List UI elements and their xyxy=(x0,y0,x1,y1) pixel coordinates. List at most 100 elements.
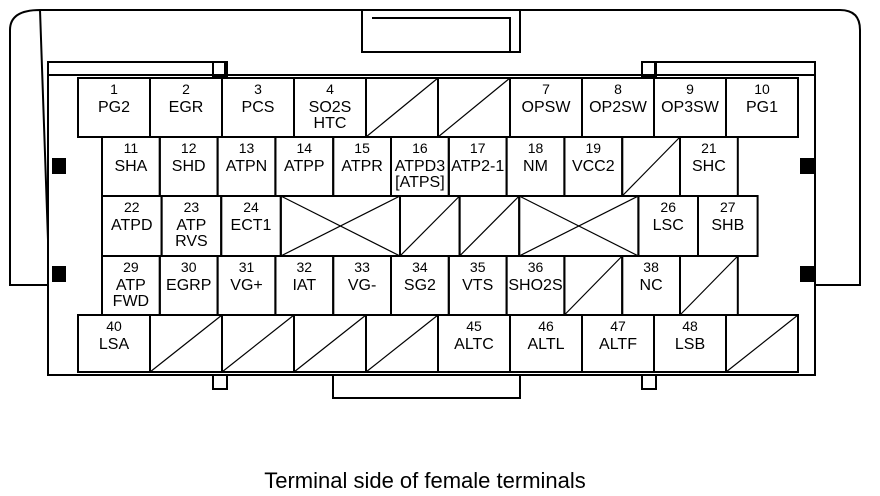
pin-number: 9 xyxy=(686,81,694,97)
pin-label: SHA xyxy=(114,158,147,175)
lock-tab-left-top xyxy=(52,158,66,174)
cavity-blank-line xyxy=(399,195,461,257)
pin-label: HTC xyxy=(314,115,347,132)
lock-tab-right-top xyxy=(800,158,814,174)
connector-latch xyxy=(361,10,521,53)
pin-label: SHO2S xyxy=(508,277,562,294)
pin-label: VCC2 xyxy=(572,158,615,175)
pin-number: 30 xyxy=(181,259,197,275)
pin-label: NC xyxy=(640,277,663,294)
pin-grid: 1PG22EGR3PCS4SO2SHTC7OPSW8OP2SW9OP3SW10P… xyxy=(77,77,799,373)
pin-number: 12 xyxy=(181,140,197,156)
pin-number: 46 xyxy=(538,318,554,334)
pin-label: ALTL xyxy=(527,336,564,353)
pin-number: 1 xyxy=(110,81,118,97)
pin-number: 15 xyxy=(354,140,370,156)
pin-number: 47 xyxy=(610,318,626,334)
pin-label: ATPN xyxy=(226,158,267,175)
pin-label: LSB xyxy=(675,336,705,353)
pin-number: 16 xyxy=(412,140,428,156)
cavity-blank-line xyxy=(679,255,739,316)
pin-number: 4 xyxy=(326,81,334,97)
cavity-blank-line xyxy=(293,314,367,373)
pin-label: PG1 xyxy=(746,99,778,116)
pin-label: SHC xyxy=(692,158,726,175)
pin-number: 2 xyxy=(182,81,190,97)
pin-label: [ATPS] xyxy=(395,174,445,191)
cavity-blank-line xyxy=(437,77,511,138)
cavity-blank-line xyxy=(725,314,799,373)
lock-tab-right-bottom xyxy=(800,266,814,282)
pin-label: OP2SW xyxy=(589,99,648,116)
pin-number: 31 xyxy=(239,259,255,275)
pin-label: SHD xyxy=(172,158,206,175)
pin-number: 33 xyxy=(354,259,370,275)
pin-number: 8 xyxy=(614,81,622,97)
cavity-unused xyxy=(221,314,295,373)
pin-number: 23 xyxy=(184,199,200,215)
pin-label: VTS xyxy=(462,277,493,294)
cavity-unused xyxy=(293,314,367,373)
connector-outer-shell xyxy=(9,8,861,286)
pin-number: 21 xyxy=(701,140,717,156)
pin-label: EGRP xyxy=(166,277,211,294)
pin-label: SG2 xyxy=(404,277,436,294)
cavity-unused xyxy=(149,314,223,373)
pin-number: 3 xyxy=(254,81,262,97)
pin-number: 27 xyxy=(720,199,736,215)
cavity-blank-line xyxy=(149,314,223,373)
cavity-unused xyxy=(621,136,682,197)
cavity-blank-line xyxy=(459,195,520,257)
pin-number: 48 xyxy=(682,318,698,334)
pin-number: 18 xyxy=(528,140,544,156)
pin-number: 35 xyxy=(470,259,486,275)
cavity-blank-line xyxy=(621,136,681,197)
key-bottom-right xyxy=(641,374,657,390)
cavity-unused xyxy=(563,255,624,316)
pin-number: 10 xyxy=(754,81,770,97)
pin-label: ALTF xyxy=(599,336,637,353)
cavity-unused xyxy=(365,77,439,138)
pin-label: ATP xyxy=(176,217,206,234)
pin-label: FWD xyxy=(113,293,149,310)
cavity-blank-line xyxy=(221,314,295,373)
key-top-left xyxy=(212,61,228,77)
cavity-unused xyxy=(365,314,439,373)
pin-label: SO2S xyxy=(309,99,352,116)
pin-number: 14 xyxy=(297,140,313,156)
pin-number: 22 xyxy=(124,199,140,215)
pin-label: ATPR xyxy=(341,158,382,175)
pin-label: SHB xyxy=(711,217,744,234)
pin-label: LSC xyxy=(653,217,684,234)
pin-label: ATPD3 xyxy=(395,158,445,175)
pin-label: EGR xyxy=(169,99,204,116)
